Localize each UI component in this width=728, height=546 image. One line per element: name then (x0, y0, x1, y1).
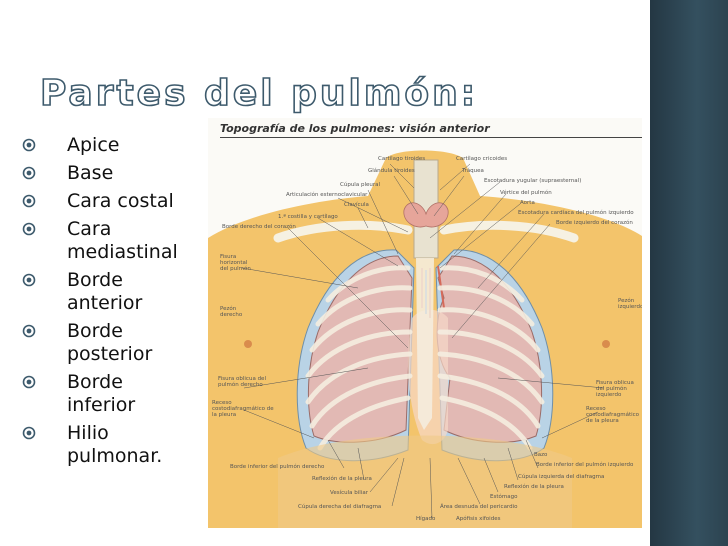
bullet-text: Apice (67, 134, 120, 156)
target-bullet-icon (22, 324, 36, 338)
figure-title-rule (220, 137, 642, 138)
bullet-text: Borde posterior (67, 320, 153, 365)
figure-label: Fisura horizontal del pulmón (220, 254, 251, 272)
target-bullet-icon (22, 138, 36, 152)
figure-label: Fisura oblicua del pulmón derecho (218, 376, 266, 388)
figure-label: Cartílago cricoides (456, 156, 508, 162)
figure-label: Reflexión de la pleura (312, 476, 372, 482)
bullet-text: Base (67, 162, 114, 184)
left-clavicle (439, 220, 579, 243)
bullet-text: Borde anterior (67, 269, 143, 314)
figure-label: Borde inferior del pulmón derecho (230, 464, 325, 470)
figure-label: Bazo (534, 452, 548, 458)
bullet-text: Cara costal (67, 190, 174, 212)
bullet-list: Apice Base Cara costal Cara mediastinal … (22, 134, 197, 473)
sternum (416, 258, 434, 430)
figure-label: Cúpula izquierda del diafragma (518, 474, 605, 480)
figure-label: Vértice del pulmón (500, 190, 552, 196)
bullet-item: Borde posterior (22, 320, 197, 366)
figure-label: Estómago (490, 494, 518, 500)
figure-title: Topografía de los pulmones: visión anter… (220, 122, 490, 135)
bullet-item: Base (22, 162, 197, 185)
bullet-item: Cara costal (22, 190, 197, 213)
figure-label: Vesícula biliar (330, 490, 368, 496)
bullet-text: Cara mediastinal (67, 218, 178, 263)
figure-label: Articulación esternoclavicular (286, 192, 368, 198)
figure-label: Glándula tiroides (368, 168, 415, 174)
bullet-text: Borde inferior (67, 371, 136, 416)
slide-title: Partes del pulmón: (39, 73, 479, 115)
diaphragm (278, 435, 572, 528)
figure-label: Escotadura yugular (supraesternal) (484, 178, 582, 184)
figure-label: Aorta (520, 200, 535, 206)
figure-label: Escotadura cardíaca del pulmón izquierdo (518, 210, 634, 216)
target-bullet-icon (22, 273, 36, 287)
target-bullet-icon (22, 426, 36, 440)
target-bullet-icon (22, 166, 36, 180)
figure-label: Borde inferior del pulmón izquierdo (536, 462, 634, 468)
figure-label: Borde izquierdo del corazón (556, 220, 633, 226)
right-clavicle (273, 220, 413, 243)
figure-label: Tráquea (462, 168, 484, 174)
bullet-item: Hilio pulmonar. (22, 422, 197, 468)
figure-label: Cúpula pleural (340, 182, 380, 188)
bullet-item: Cara mediastinal (22, 218, 197, 264)
figure-label: Pezón derecho (220, 306, 243, 318)
figure-label: Borde derecho del corazón (222, 224, 296, 230)
figure-label: Hígado (416, 516, 436, 522)
figure-label: Receso costodiafragmático de la pleura (212, 400, 274, 418)
target-bullet-icon (22, 222, 36, 236)
figure-label: Reflexión de la pleura (504, 484, 564, 490)
bullet-item: Apice (22, 134, 197, 157)
figure-label: 1.ª costilla y cartílago (278, 214, 338, 220)
right-decorative-band (650, 0, 728, 546)
target-bullet-icon (22, 194, 36, 208)
right-ribs (305, 265, 413, 451)
figure-label: Fisura oblicua del pulmón izquierdo (596, 380, 634, 398)
bullet-text: Hilio pulmonar. (67, 422, 163, 467)
figure-label: Pezón izquierdo (618, 298, 642, 310)
anatomy-figure: Topografía de los pulmones: visión anter… (208, 118, 642, 528)
left-ribs (437, 265, 545, 451)
figure-label: Receso costodiafragmático de la pleura (586, 406, 640, 424)
figure-label: Clavícula (344, 202, 369, 208)
figure-label: Apófisis xifoides (456, 516, 501, 522)
figure-label: Cúpula derecha del diafragma (298, 504, 382, 510)
figure-label: Cartílago tiroides (378, 156, 426, 162)
bullet-item: Borde anterior (22, 269, 197, 315)
bullet-item: Borde inferior (22, 371, 197, 417)
lung-illustration (208, 150, 642, 528)
right-nipple (244, 340, 252, 348)
leader-lines (241, 163, 605, 519)
left-nipple (602, 340, 610, 348)
figure-label: Área desnuda del pericardio (440, 504, 518, 510)
target-bullet-icon (22, 375, 36, 389)
